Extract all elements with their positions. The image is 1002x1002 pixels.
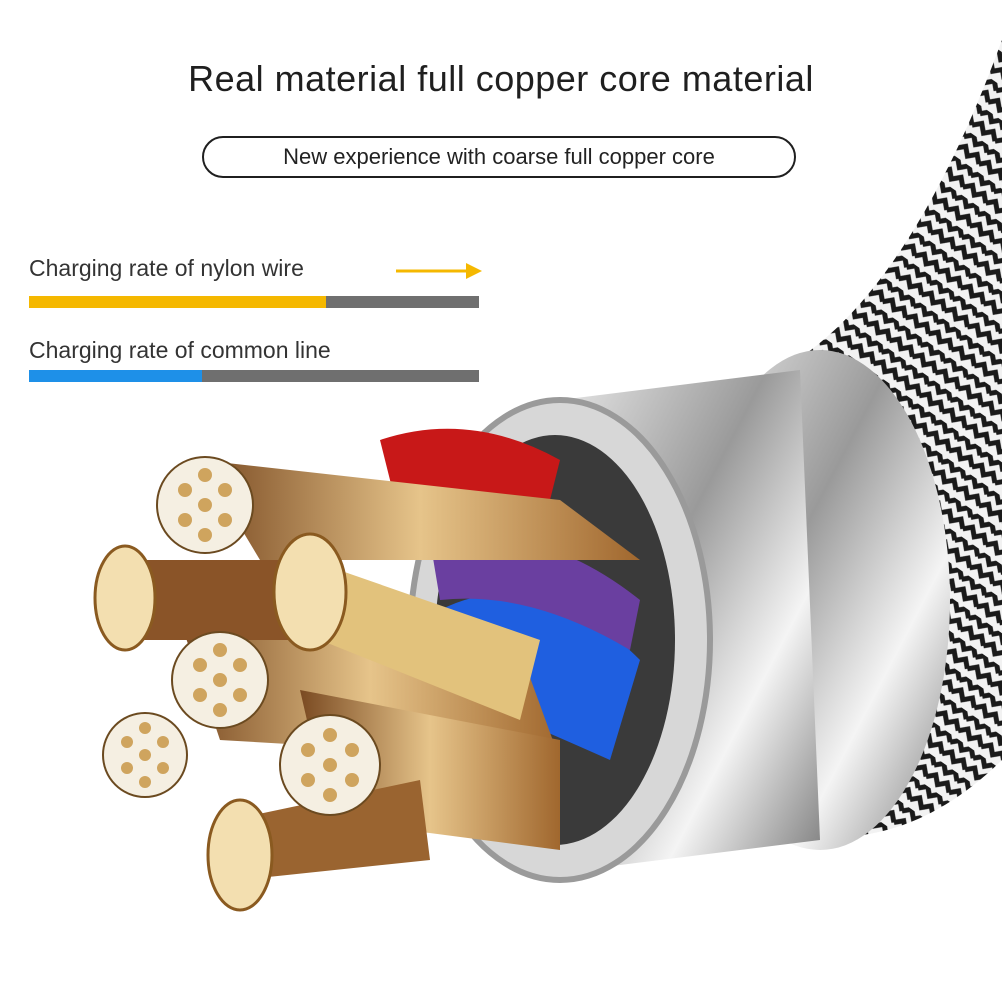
subtitle-text: New experience with coarse full copper c… [283, 144, 715, 169]
arrow-right-icon [396, 263, 482, 279]
nylon-rate-label: Charging rate of nylon wire [29, 255, 304, 281]
common-rate-bar [29, 370, 479, 382]
common-rate-fill [29, 370, 203, 382]
nylon-rate-fill [29, 296, 326, 308]
common-rate-label: Charging rate of common line [29, 337, 331, 363]
subtitle-pill: New experience with coarse full copper c… [202, 136, 796, 178]
page-title: Real material full copper core material [188, 58, 814, 99]
nylon-rate-bar [29, 296, 479, 308]
